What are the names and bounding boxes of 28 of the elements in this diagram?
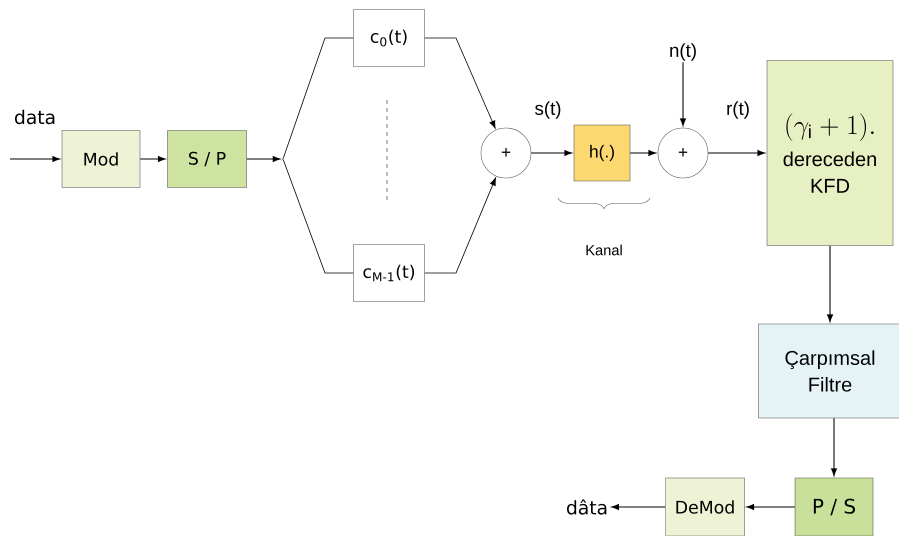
arrow: [424, 38, 496, 129]
arrow: [680, 62, 686, 126]
arrow: [246, 156, 280, 162]
output-label: dâta: [567, 499, 606, 515]
arrow: [746, 504, 795, 510]
arrow: [630, 150, 656, 156]
filter-box: $(\gamma_{\mathrm{i}}+1).$ dereceden KFD: [766, 60, 894, 246]
arrow: [827, 246, 833, 322]
edge-label: s(t): [533, 100, 563, 120]
process-box: P / S: [794, 478, 874, 536]
arrow: [10, 156, 60, 162]
arrow: [708, 150, 765, 156]
edge-label: data: [12, 108, 58, 126]
process-box: Mod: [62, 130, 140, 188]
arrow: [140, 156, 166, 162]
channel-box: h(.): [574, 124, 630, 182]
arrow: [424, 178, 496, 274]
code-box: c$_{M-1}$(t): [353, 244, 425, 302]
edge-label: r(t): [724, 100, 752, 120]
code-box: c$_{0}$(t): [353, 9, 425, 67]
signal-label: n(t): [670, 43, 696, 61]
arrow: [611, 504, 666, 510]
arrow: [831, 418, 837, 476]
filter-box: Çarpımsal Filtre: [758, 324, 899, 418]
process-box: S / P: [167, 130, 247, 188]
channel-label: Kanal: [586, 244, 622, 256]
arrow: [531, 150, 572, 156]
process-box: DeMod: [665, 478, 745, 536]
